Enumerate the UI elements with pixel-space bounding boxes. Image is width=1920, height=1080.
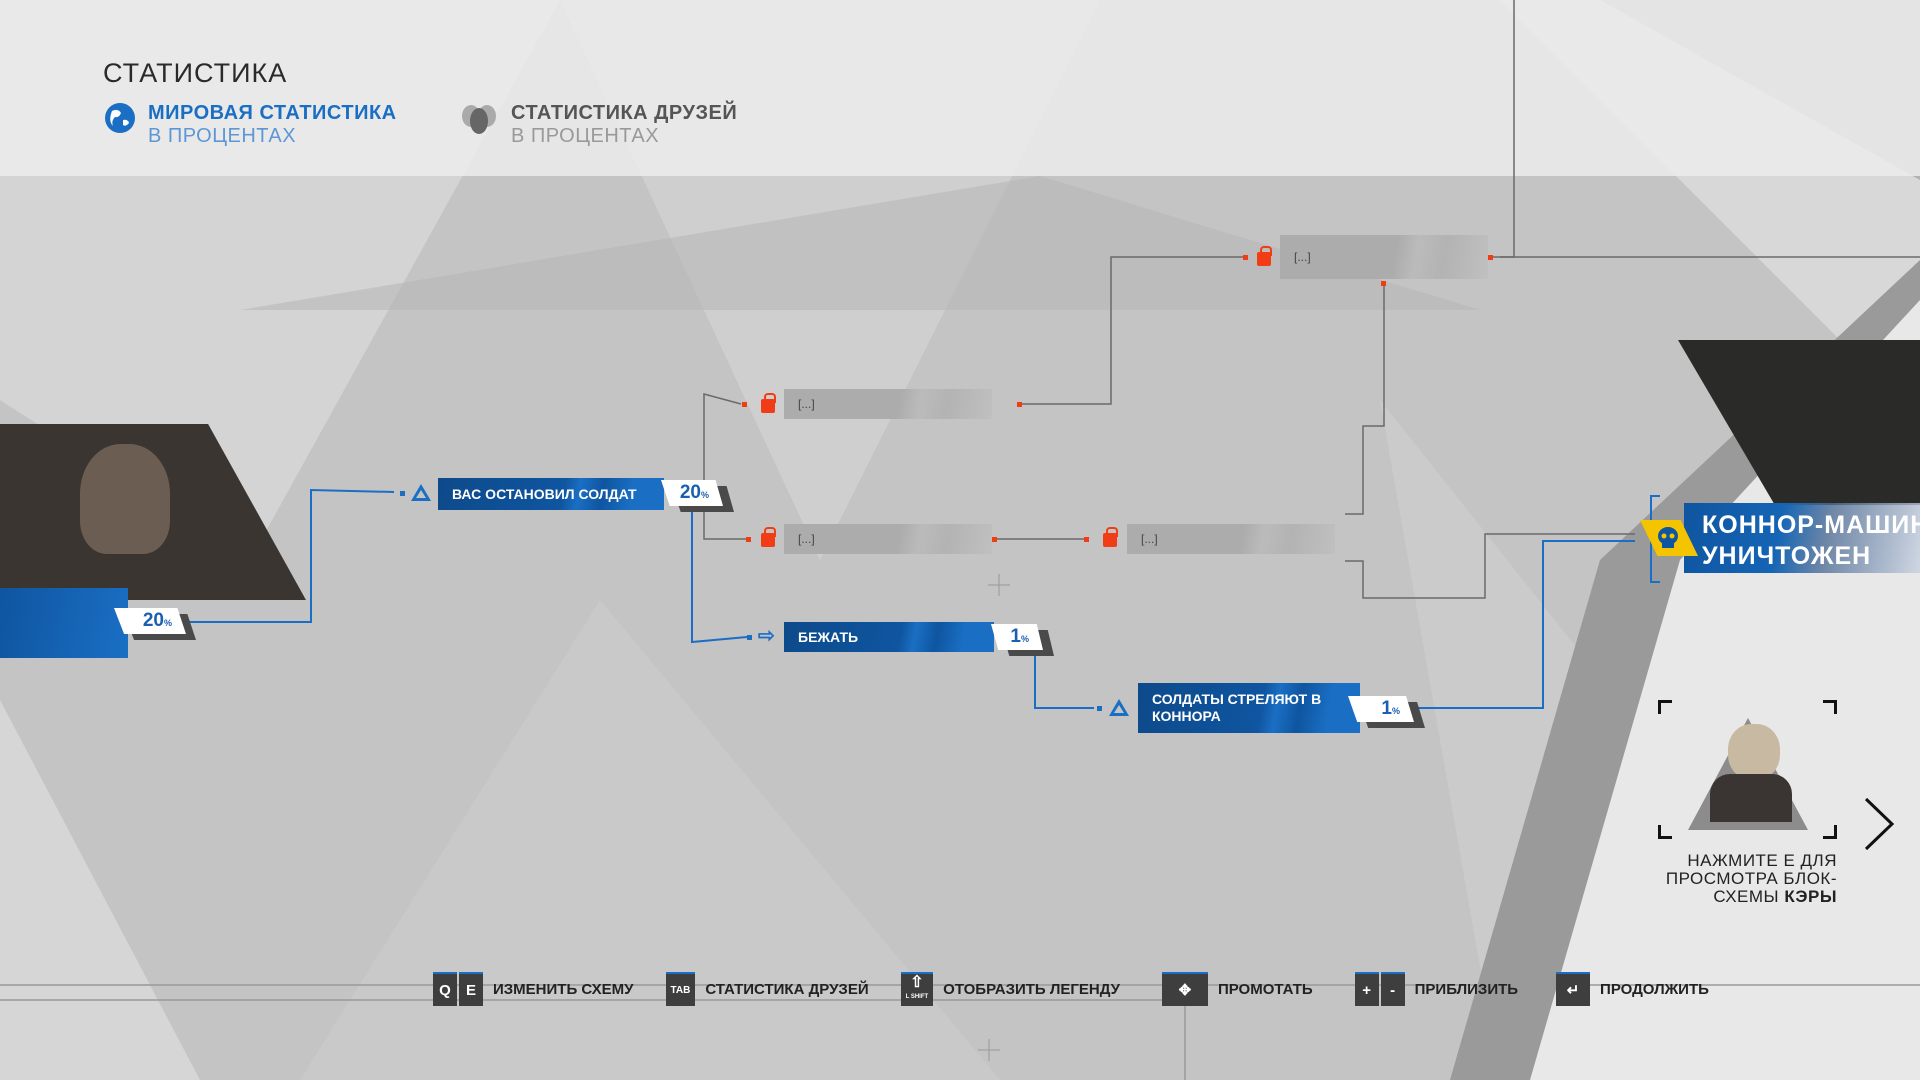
tab-world-label: МИРОВАЯ СТАТИСТИКА	[148, 102, 397, 124]
node-stopped-pct: 20%	[661, 480, 723, 506]
globe-icon	[105, 103, 135, 133]
skull-icon	[1658, 527, 1678, 548]
kara-portrait	[1728, 724, 1780, 780]
lock-icon	[761, 393, 776, 413]
lock-icon	[1103, 527, 1118, 547]
tab-world-sub: В ПРОЦЕНТАХ	[148, 125, 297, 147]
node-locked[interactable]: [...]	[1127, 524, 1335, 554]
ending-label-1: КОННОР-МАШИНА	[1702, 511, 1920, 539]
next-chevron-icon[interactable]	[1862, 797, 1896, 851]
node-locked[interactable]: [...]	[784, 389, 992, 419]
node-locked[interactable]: [...]	[1280, 235, 1488, 279]
ending-label-2: УНИЧТОЖЕН	[1702, 542, 1872, 570]
node-shoot-pct: 1%	[1348, 696, 1414, 722]
node-stopped-by-soldier[interactable]: ВАС ОСТАНОВИЛ СОЛДАТ	[438, 478, 664, 510]
friends-icon	[462, 105, 496, 134]
tab-world-stats[interactable]: МИРОВАЯ СТАТИСТИКА В ПРОЦЕНТАХ	[104, 102, 397, 148]
node-run-pct: 1%	[991, 624, 1043, 650]
start-pct: 20%	[114, 608, 186, 634]
choice-triangle-icon	[1109, 699, 1129, 716]
move-icon: ✥	[1161, 972, 1208, 1006]
node-ending[interactable]: КОННОР-МАШИНА УНИЧТОЖЕН	[1684, 503, 1920, 573]
start-block	[0, 588, 128, 658]
tab-friends-sub: В ПРОЦЕНТАХ	[511, 125, 660, 147]
hint-zoom[interactable]: +-ПРИБЛИЗИТЬ	[1354, 972, 1532, 1006]
page-title: СТАТИСТИКА	[103, 58, 288, 88]
arrow-right-icon: ⇨	[758, 625, 775, 647]
hint-scroll[interactable]: ✥ПРОМОТАТЬ	[1161, 972, 1327, 1006]
lock-icon	[761, 527, 776, 547]
tab-friends-stats[interactable]: СТАТИСТИКА ДРУЗЕЙ В ПРОЦЕНТАХ	[459, 102, 737, 148]
kara-preview[interactable]	[1658, 700, 1837, 839]
tab-friends-label: СТАТИСТИКА ДРУЗЕЙ	[511, 102, 738, 124]
node-locked[interactable]: [...]	[784, 524, 992, 554]
node-run[interactable]: БЕЖАТЬ	[784, 622, 994, 652]
choice-triangle-icon	[411, 484, 431, 501]
node-soldiers-shoot[interactable]: СОЛДАТЫ СТРЕЛЯЮТ В КОННОРА	[1138, 683, 1360, 733]
hint-continue[interactable]: ↵ПРОДОЛЖИТЬ	[1556, 972, 1723, 1006]
header-band	[0, 0, 1920, 176]
lock-icon	[1257, 246, 1272, 266]
enter-icon: ↵	[1556, 972, 1591, 1006]
